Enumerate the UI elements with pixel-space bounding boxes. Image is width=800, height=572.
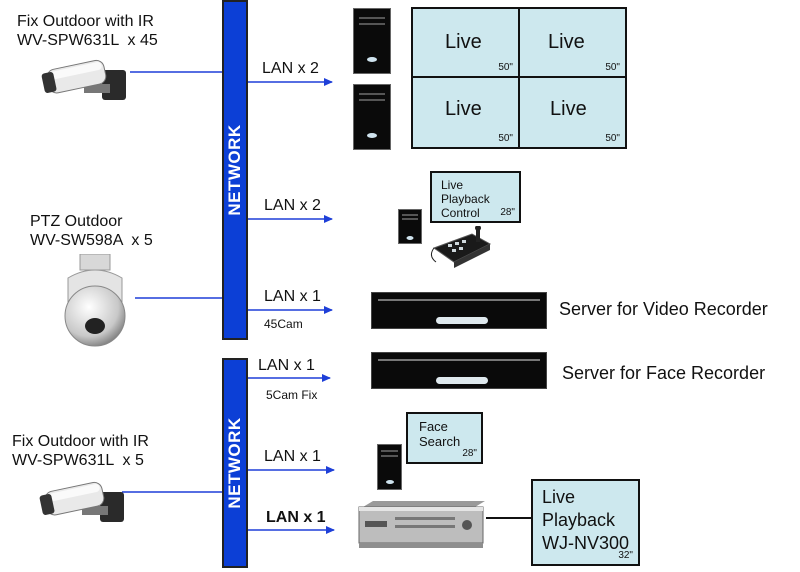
screen-size: 32" xyxy=(618,550,633,561)
network-switch-bottom: NETWORK xyxy=(222,358,248,568)
network-video-recorder-icon xyxy=(358,501,485,548)
camera-fix-bottom-label: Fix Outdoor with IR WV-SPW631L x 5 xyxy=(12,432,149,470)
video-camera-count: 45Cam xyxy=(264,317,303,331)
network-switch-top: NETWORK xyxy=(222,0,248,340)
camera-fix-top-model: Fix Outdoor with IR xyxy=(17,13,154,30)
video-recorder-server-label: Server for Video Recorder xyxy=(559,299,768,319)
pc-tower-icon xyxy=(353,8,391,74)
face-rec-camera-count: 5Cam Fix xyxy=(266,388,318,402)
video-wall-screen: Live 50" xyxy=(411,76,520,149)
video-recorder-server xyxy=(371,292,547,329)
lan-live-label: LAN x 2 xyxy=(262,60,319,77)
screen-size: 50" xyxy=(605,133,620,144)
face-recorder-server-label: Server for Face Recorder xyxy=(562,363,766,383)
camera-fix-top-label: Fix Outdoor with IR WV-SPW631L x 45 xyxy=(17,12,158,50)
lan-control-label: LAN x 2 xyxy=(264,197,321,214)
camera-ptz-model: PTZ Outdoor xyxy=(30,213,123,230)
network-bottom-label: NETWORK xyxy=(225,417,244,509)
screen-size: 50" xyxy=(498,62,513,73)
ptz-dome-camera-icon xyxy=(64,254,126,347)
pc-tower-icon xyxy=(353,84,391,150)
network-top-label: NETWORK xyxy=(225,124,244,216)
lan-face-search-label: LAN x 1 xyxy=(264,448,321,465)
camera-ptz-quantity: WV-SW598A x 5 xyxy=(30,232,153,249)
camera-fix-bottom-quantity: WV-SPW631L x 5 xyxy=(12,452,144,469)
lan-video-label: LAN x 1 xyxy=(264,288,321,305)
camera-fix-top-quantity: WV-SPW631L x 45 xyxy=(17,32,158,49)
bullet-camera-icon xyxy=(41,59,126,100)
camera-fix-bottom-model: Fix Outdoor with IR xyxy=(12,433,149,450)
camera-ptz-label: PTZ Outdoor WV-SW598A x 5 xyxy=(30,212,153,250)
video-wall-screen: Live 50" xyxy=(518,7,627,78)
joystick-controller-icon xyxy=(430,226,492,268)
pc-tower-icon xyxy=(377,444,402,490)
screen-size: 50" xyxy=(605,62,620,73)
lan-nvr-label: LAN x 1 xyxy=(266,509,326,526)
video-wall-screen: Live 50" xyxy=(518,76,627,149)
screen-live-label: Live xyxy=(445,31,482,53)
pc-tower-icon xyxy=(398,209,422,244)
screen-live-label: Live xyxy=(548,31,585,53)
screen-size: 50" xyxy=(498,133,513,144)
screen-size: 28" xyxy=(500,207,515,218)
bullet-camera-icon xyxy=(39,481,124,522)
screen-live-label: Live xyxy=(445,98,482,120)
screen-live-label: Live xyxy=(550,98,587,120)
face-recorder-server xyxy=(371,352,547,389)
video-wall-screen: Live 50" xyxy=(411,7,520,78)
screen-size: 28" xyxy=(462,448,477,459)
lan-face-rec-label: LAN x 1 xyxy=(258,357,315,374)
